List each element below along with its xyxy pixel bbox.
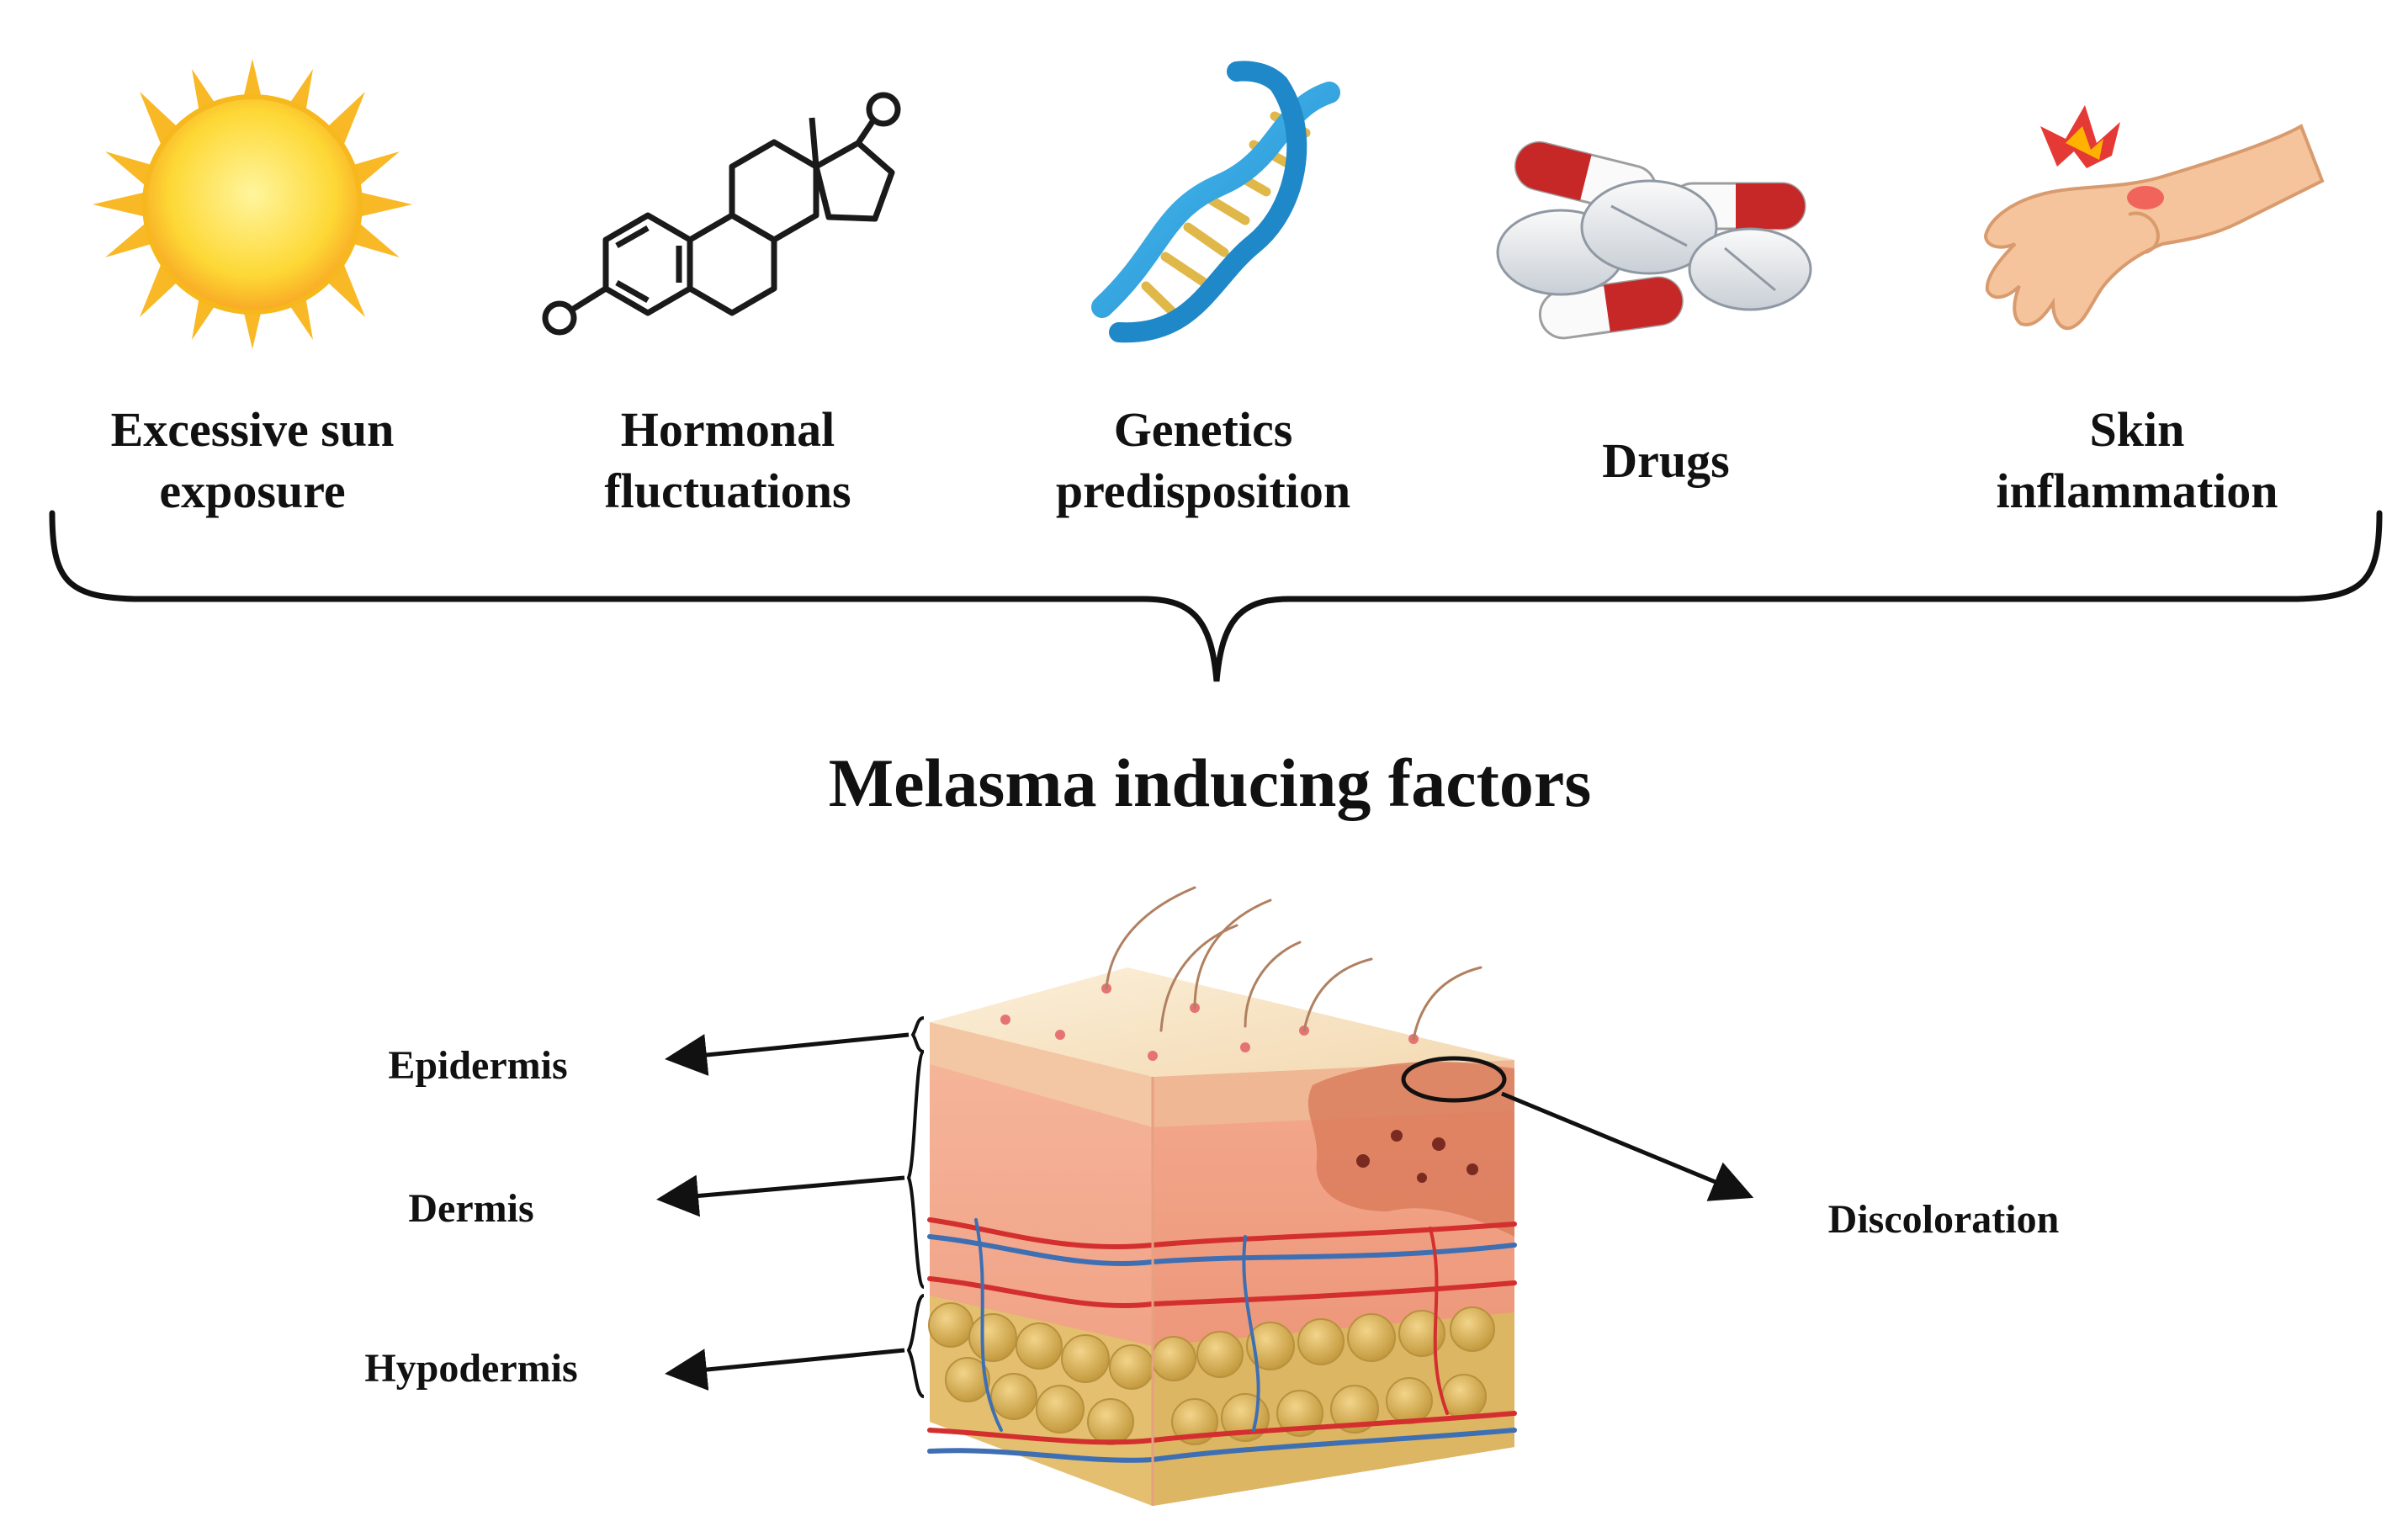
grouping-brace — [49, 510, 2383, 682]
dna-icon — [1091, 61, 1340, 343]
fat-cells — [928, 1296, 1514, 1506]
diagram-title: Melasma inducing factors — [829, 745, 1591, 821]
sun-icon — [93, 59, 412, 349]
factor-label-drugs: Drugs — [1602, 433, 1729, 488]
discoloration-label: Discoloration — [1828, 1197, 2060, 1242]
layer-brackets — [906, 1016, 926, 1398]
factor-label-inflammation-line2: inflammation — [1996, 464, 2278, 518]
factor-label-inflammation-line1: Skin — [2090, 402, 2185, 457]
factor-label-sun-line1: Excessive sun — [111, 402, 395, 457]
pills-icon — [1496, 140, 1812, 340]
factor-label-genetics-line1: Genetics — [1114, 402, 1293, 457]
factor-label-sun-line2: exposure — [159, 464, 345, 518]
hormone-molecule-icon — [542, 92, 901, 336]
layer-label-dermis: Dermis — [408, 1186, 533, 1231]
skin-cross-section — [927, 886, 1517, 1506]
layer-label-hypodermis: Hypodermis — [364, 1346, 577, 1391]
discoloration-marker — [1401, 1056, 1507, 1103]
factor-label-hormonal-line2: fluctuations — [604, 464, 851, 518]
factor-label-genetics-line2: predisposition — [1056, 464, 1350, 518]
inflamed-hand-icon — [1983, 105, 2325, 331]
layer-arrows — [656, 1032, 1754, 1391]
layer-label-epidermis: Epidermis — [388, 1043, 567, 1088]
factor-label-hormonal-line1: Hormonal — [621, 402, 835, 457]
